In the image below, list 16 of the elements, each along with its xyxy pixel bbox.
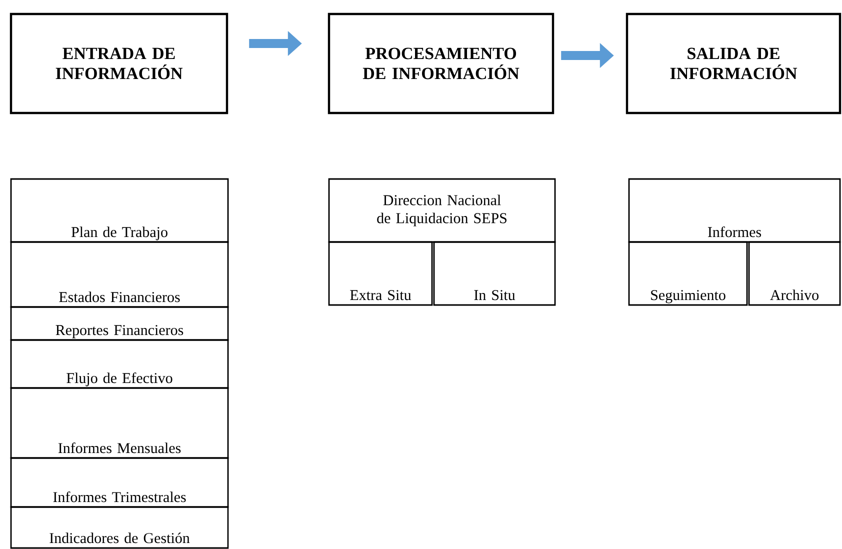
table-cell: Extra Situ [328,241,433,306]
table-cell: Indicadores de Gestión [10,506,229,549]
table-cell: Plan de Trabajo [10,178,229,243]
table-cell: Archivo [748,241,841,306]
table-cell: Flujo de Efectivo [10,339,229,389]
table-cell: Informes [628,178,841,243]
table-cell: Seguimiento [628,241,748,306]
heading-box: ENTRADA DE INFORMACIÓN [10,12,228,114]
table-cell: Informes Trimestrales [10,457,229,508]
table-cell: Estados Financieros [10,241,229,308]
table-cell: In Situ [433,241,556,306]
table-cell: Direccion Nacional de Liquidacion SEPS [328,178,556,243]
table-cell: Reportes Financieros [10,306,229,341]
table-cell: Informes Mensuales [10,387,229,459]
heading-box: SALIDA DE INFORMACIÓN [626,12,842,114]
heading-box: PROCESAMIENTO DE INFORMACIÓN [328,12,554,114]
